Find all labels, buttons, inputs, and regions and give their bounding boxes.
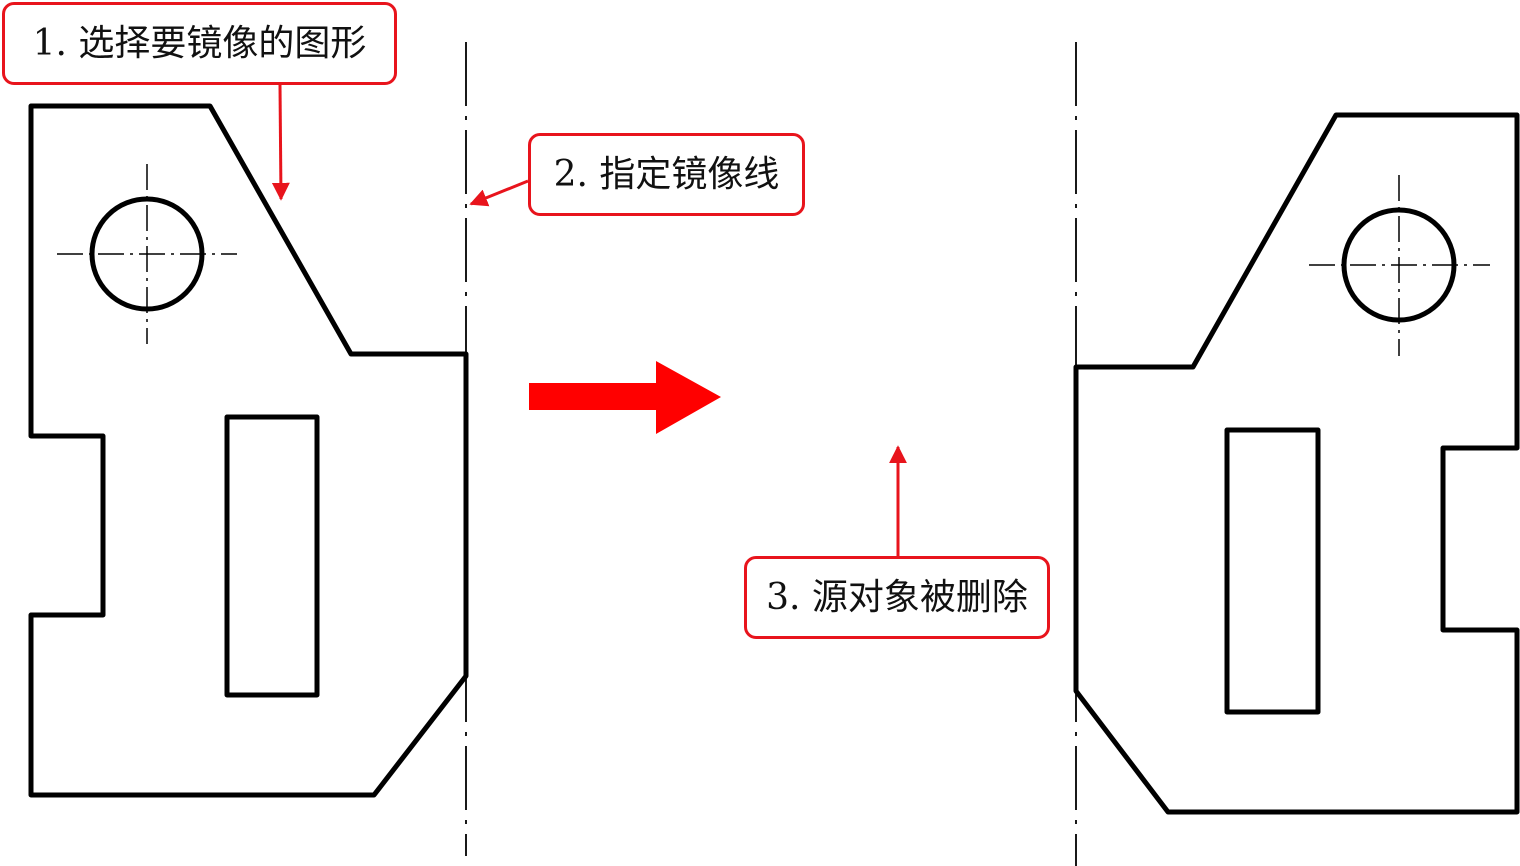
callout-mirror-line: 2. 指定镜像线 bbox=[528, 133, 805, 216]
leader-arrow-select-shape bbox=[271, 84, 290, 201]
source-part bbox=[28, 103, 469, 798]
callout-select-shape: 1. 选择要镜像的图形 bbox=[2, 2, 397, 85]
callout-select-shape-text: 1. 选择要镜像的图形 bbox=[32, 22, 367, 64]
source-part-outline bbox=[28, 103, 469, 798]
source-hole-centerlines bbox=[57, 164, 237, 344]
mirrored-part-outline bbox=[1073, 112, 1520, 815]
callout-mirror-line-text: 2. 指定镜像线 bbox=[553, 153, 780, 195]
callout-source-deleted: 3. 源对象被删除 bbox=[744, 556, 1050, 639]
mirrored-hole-centerlines bbox=[1309, 175, 1490, 356]
source-part-slot bbox=[224, 414, 320, 698]
mirrored-part bbox=[1073, 112, 1520, 815]
right-arrow-icon bbox=[529, 361, 721, 434]
leader-arrow-mirror-line bbox=[469, 179, 529, 207]
callout-source-deleted-text: 3. 源对象被删除 bbox=[766, 576, 1028, 618]
mirrored-part-slot bbox=[1224, 427, 1321, 715]
